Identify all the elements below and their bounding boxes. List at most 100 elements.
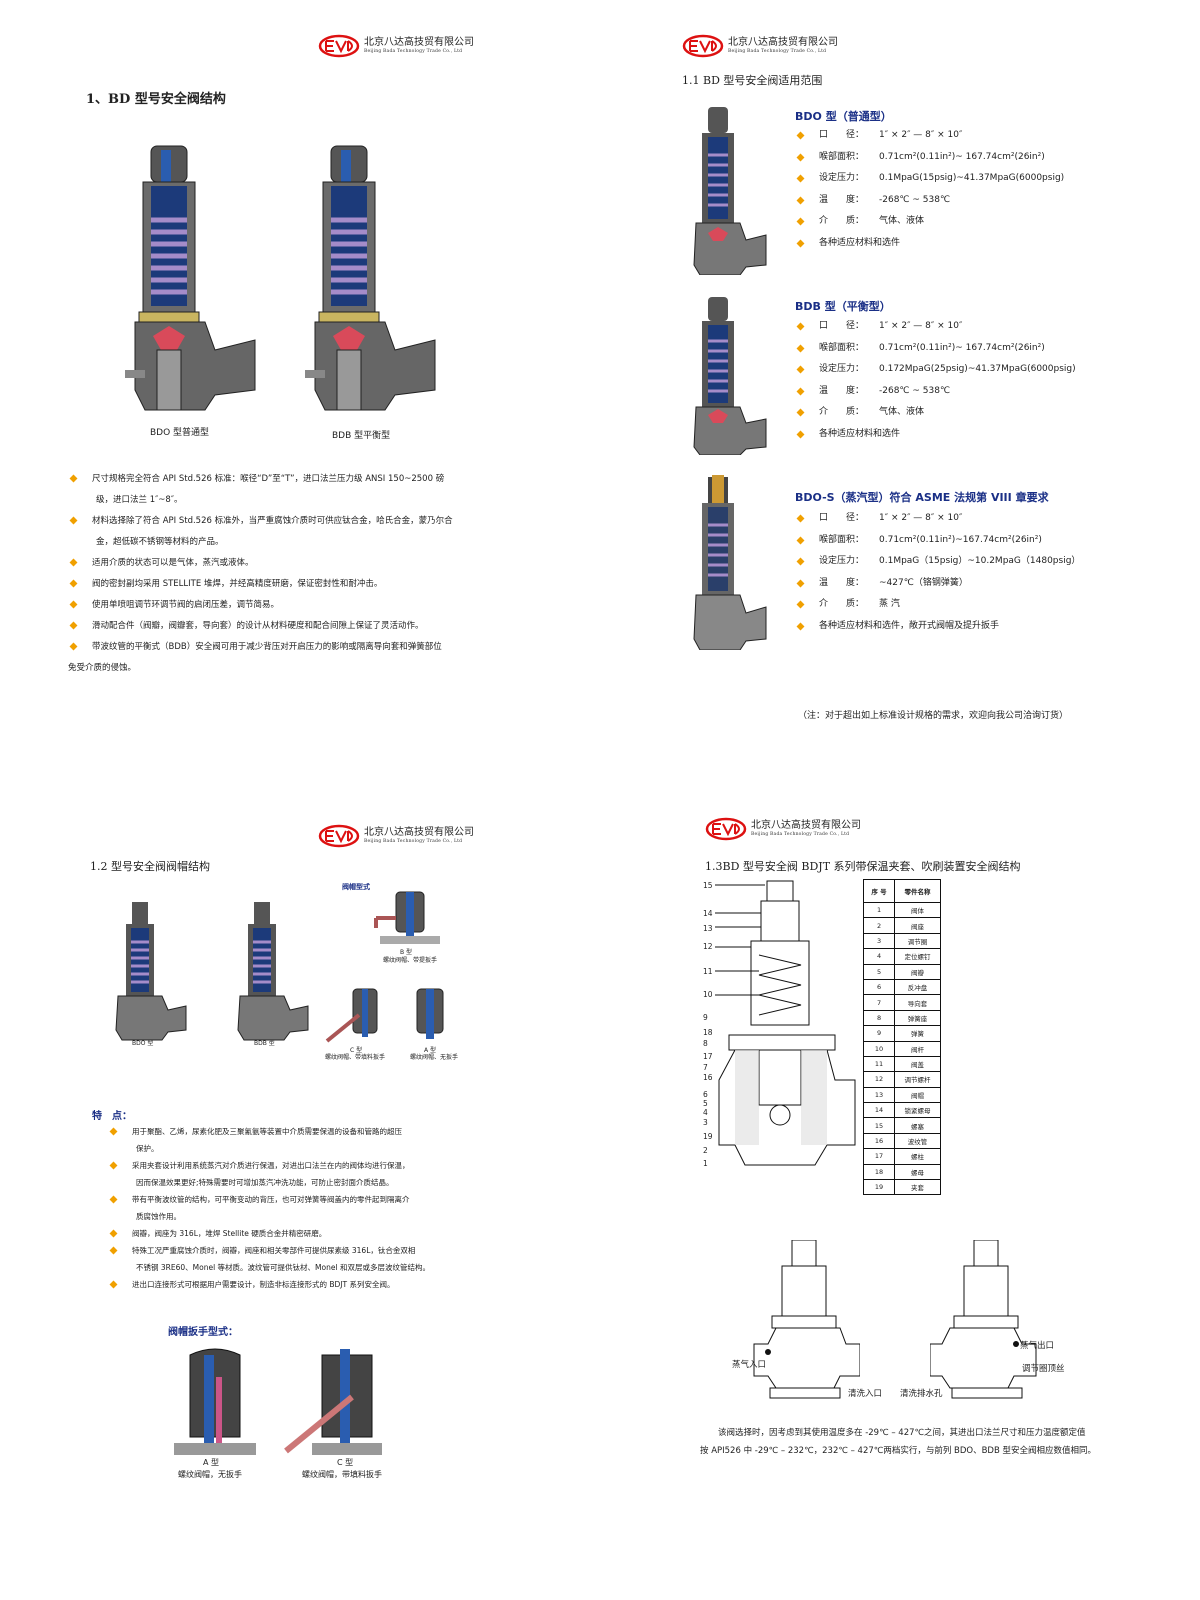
table-header: 零件名称 <box>894 879 941 903</box>
bullet-diamond-icon <box>796 579 805 587</box>
company-name-cn: 北京八达高技贸有限公司 <box>751 819 861 831</box>
bullet-diamond-icon <box>796 600 805 609</box>
label-steam-out: 蒸气出口 <box>1020 1341 1055 1351</box>
part-number: 3 <box>862 932 896 950</box>
cap-a-drawing <box>416 988 444 1039</box>
part-number: 18 <box>862 1163 896 1181</box>
bdb-valve-thumb <box>693 297 767 455</box>
callout-number: 9 <box>703 1013 708 1022</box>
wrench-title: 阀帽扳手型式： <box>168 1327 238 1338</box>
list-item: 免受介质的侵蚀。 <box>68 663 137 673</box>
spec-row: 喉部面积：0.71cm²(0.11in²)~167.74cm²(26in²) <box>795 530 1080 552</box>
list-item: 质腐蚀作用。 <box>136 1212 181 1221</box>
part-name: 定位螺钉 <box>894 948 941 965</box>
list-item: 因而保温效果更好;特殊需要时可增加蒸汽冲洗功能，可防止密封面介质结晶。 <box>136 1178 394 1187</box>
caption-bdo: BDO 型普通型 <box>150 428 210 438</box>
part-number: 12 <box>862 1071 896 1088</box>
callout-number: 19 <box>703 1132 713 1141</box>
section-title: 1.3BD 型号安全阀 BDJT 系列带保温夹套、吹刷装置安全阀结构 <box>705 860 1021 873</box>
bdo-bonnet-drawing <box>115 902 187 1041</box>
part-name: 调节圈 <box>894 932 941 950</box>
label-steam-in: 蒸气入口 <box>732 1360 767 1370</box>
part-name: 阀瓣 <box>894 963 941 980</box>
bullet-diamond-icon <box>109 1161 118 1170</box>
wrench-a-label: A 型 <box>203 1458 220 1467</box>
part-number: 8 <box>862 1009 896 1027</box>
company-name-en: Beijing Bada Technology Trade Co., Ltd <box>751 831 850 837</box>
part-number: 11 <box>862 1055 896 1073</box>
part-number: 16 <box>862 1132 896 1150</box>
section-title: 1.2 型号安全阀阀帽结构 <box>90 860 210 873</box>
logo-icon <box>682 34 724 58</box>
bullet-diamond-icon <box>109 1246 118 1255</box>
section-title: 1.1 BD 型号安全阀适用范围 <box>682 74 823 87</box>
part-number: 1 <box>862 901 896 919</box>
logo-icon <box>705 817 747 841</box>
spec-row: 口 径：1″ × 2″ — 8″ × 10″ <box>795 125 1064 147</box>
label-wash-drain: 清洗排水孔 <box>900 1389 943 1399</box>
company-name-en: Beijing Bada Technology Trade Co., Ltd <box>364 48 463 54</box>
spec-row: 介 质：气体、液体 <box>795 211 1064 233</box>
callout-number: 2 <box>703 1146 708 1155</box>
caption-bdo: BDO 型 <box>132 1040 154 1047</box>
bullet-diamond-icon <box>69 579 78 588</box>
bullet-diamond-icon <box>796 365 805 374</box>
bullet-diamond-icon <box>69 516 78 525</box>
part-number: 14 <box>862 1102 896 1119</box>
spec-row: 温 度：-268℃ ~ 538℃ <box>795 190 1064 212</box>
bdos-valve-thumb <box>693 475 767 650</box>
spec-row: 介 质：蒸 汽 <box>795 594 1080 616</box>
bullet-diamond-icon <box>796 322 805 331</box>
list-item: 进出口连接形式可根据用户需要设计，制造非标连接形式的 BDJT 系列安全阀。 <box>108 1276 508 1293</box>
callout-number: 11 <box>703 967 713 976</box>
features-title: 特 点： <box>92 1111 132 1122</box>
spec-row: 口 径：1″ × 2″ — 8″ × 10″ <box>795 316 1076 338</box>
part-name: 弹簧座 <box>894 1009 941 1027</box>
cap-c-drawing <box>325 988 378 1043</box>
company-name-cn: 北京八达高技贸有限公司 <box>364 826 474 838</box>
part-name: 螺塞 <box>894 1117 941 1134</box>
part-name: 阀帽 <box>894 1086 941 1104</box>
bullet-diamond-icon <box>69 558 78 567</box>
bdo-valve-drawing <box>125 145 256 411</box>
features-list: 尺寸规格完全符合 API Std.526 标准：喉径“D”至“T”，进口法兰压力… <box>68 469 538 679</box>
block-title-bdos: BDO-S（蒸汽型）符合 ASME 法规第 VIII 章要求 <box>795 491 1049 504</box>
list-item: 适用介质的状态可以是气体，蒸汽或液体。 <box>68 553 538 574</box>
callout-number: 18 <box>703 1028 713 1037</box>
table-header: 序 号 <box>862 879 896 903</box>
bullet-diamond-icon <box>796 430 805 438</box>
part-name: 反冲盘 <box>894 978 941 996</box>
bullet-diamond-icon <box>109 1195 118 1204</box>
callout-number: 4 <box>703 1108 708 1117</box>
caption-bdb: BDB 型平衡型 <box>332 431 391 441</box>
list-item: 级，进口法兰 1″~8″。 <box>96 495 183 505</box>
list-item: 阀的密封副均采用 STELLITE 堆焊，并经高精度研磨，保证密封性和耐冲击。 <box>68 574 538 595</box>
callout-number: 8 <box>703 1039 708 1048</box>
part-number: 2 <box>862 917 896 934</box>
list-item: 不锈钢 3RE60、Monel 等材质。波纹管可提供钛材、Monel 和双层或多… <box>136 1263 430 1272</box>
features-list: 用于聚酯、乙烯，尿素化肥及三聚氰氨等装置中介质需要保温的设备和管路的超压 保护。… <box>108 1123 508 1293</box>
list-item: 滑动配合件（阀瓣，阀瓣套，导向套）的设计从材料硬度和配合间隙上保证了灵活动作。 <box>68 616 538 637</box>
bullet-diamond-icon <box>796 131 805 140</box>
part-number: 4 <box>862 948 896 965</box>
bdb-bonnet-drawing <box>237 902 309 1041</box>
block-title-bdo: BDO 型（普通型） <box>795 110 892 123</box>
part-number: 9 <box>862 1025 896 1042</box>
bullet-diamond-icon <box>796 239 805 247</box>
bullet-diamond-icon <box>796 536 805 544</box>
bullet-diamond-icon <box>109 1280 118 1289</box>
spec-list-bdb: 口 径：1″ × 2″ — 8″ × 10″ 喉部面积：0.71cm²(0.11… <box>795 316 1076 445</box>
part-name: 阀座 <box>894 917 941 934</box>
caption-bdb: BDB 型 <box>254 1040 275 1047</box>
cap-c-desc: 螺纹阀帽、带填料扳手 <box>325 1054 386 1061</box>
bullet-diamond-icon <box>796 344 805 352</box>
